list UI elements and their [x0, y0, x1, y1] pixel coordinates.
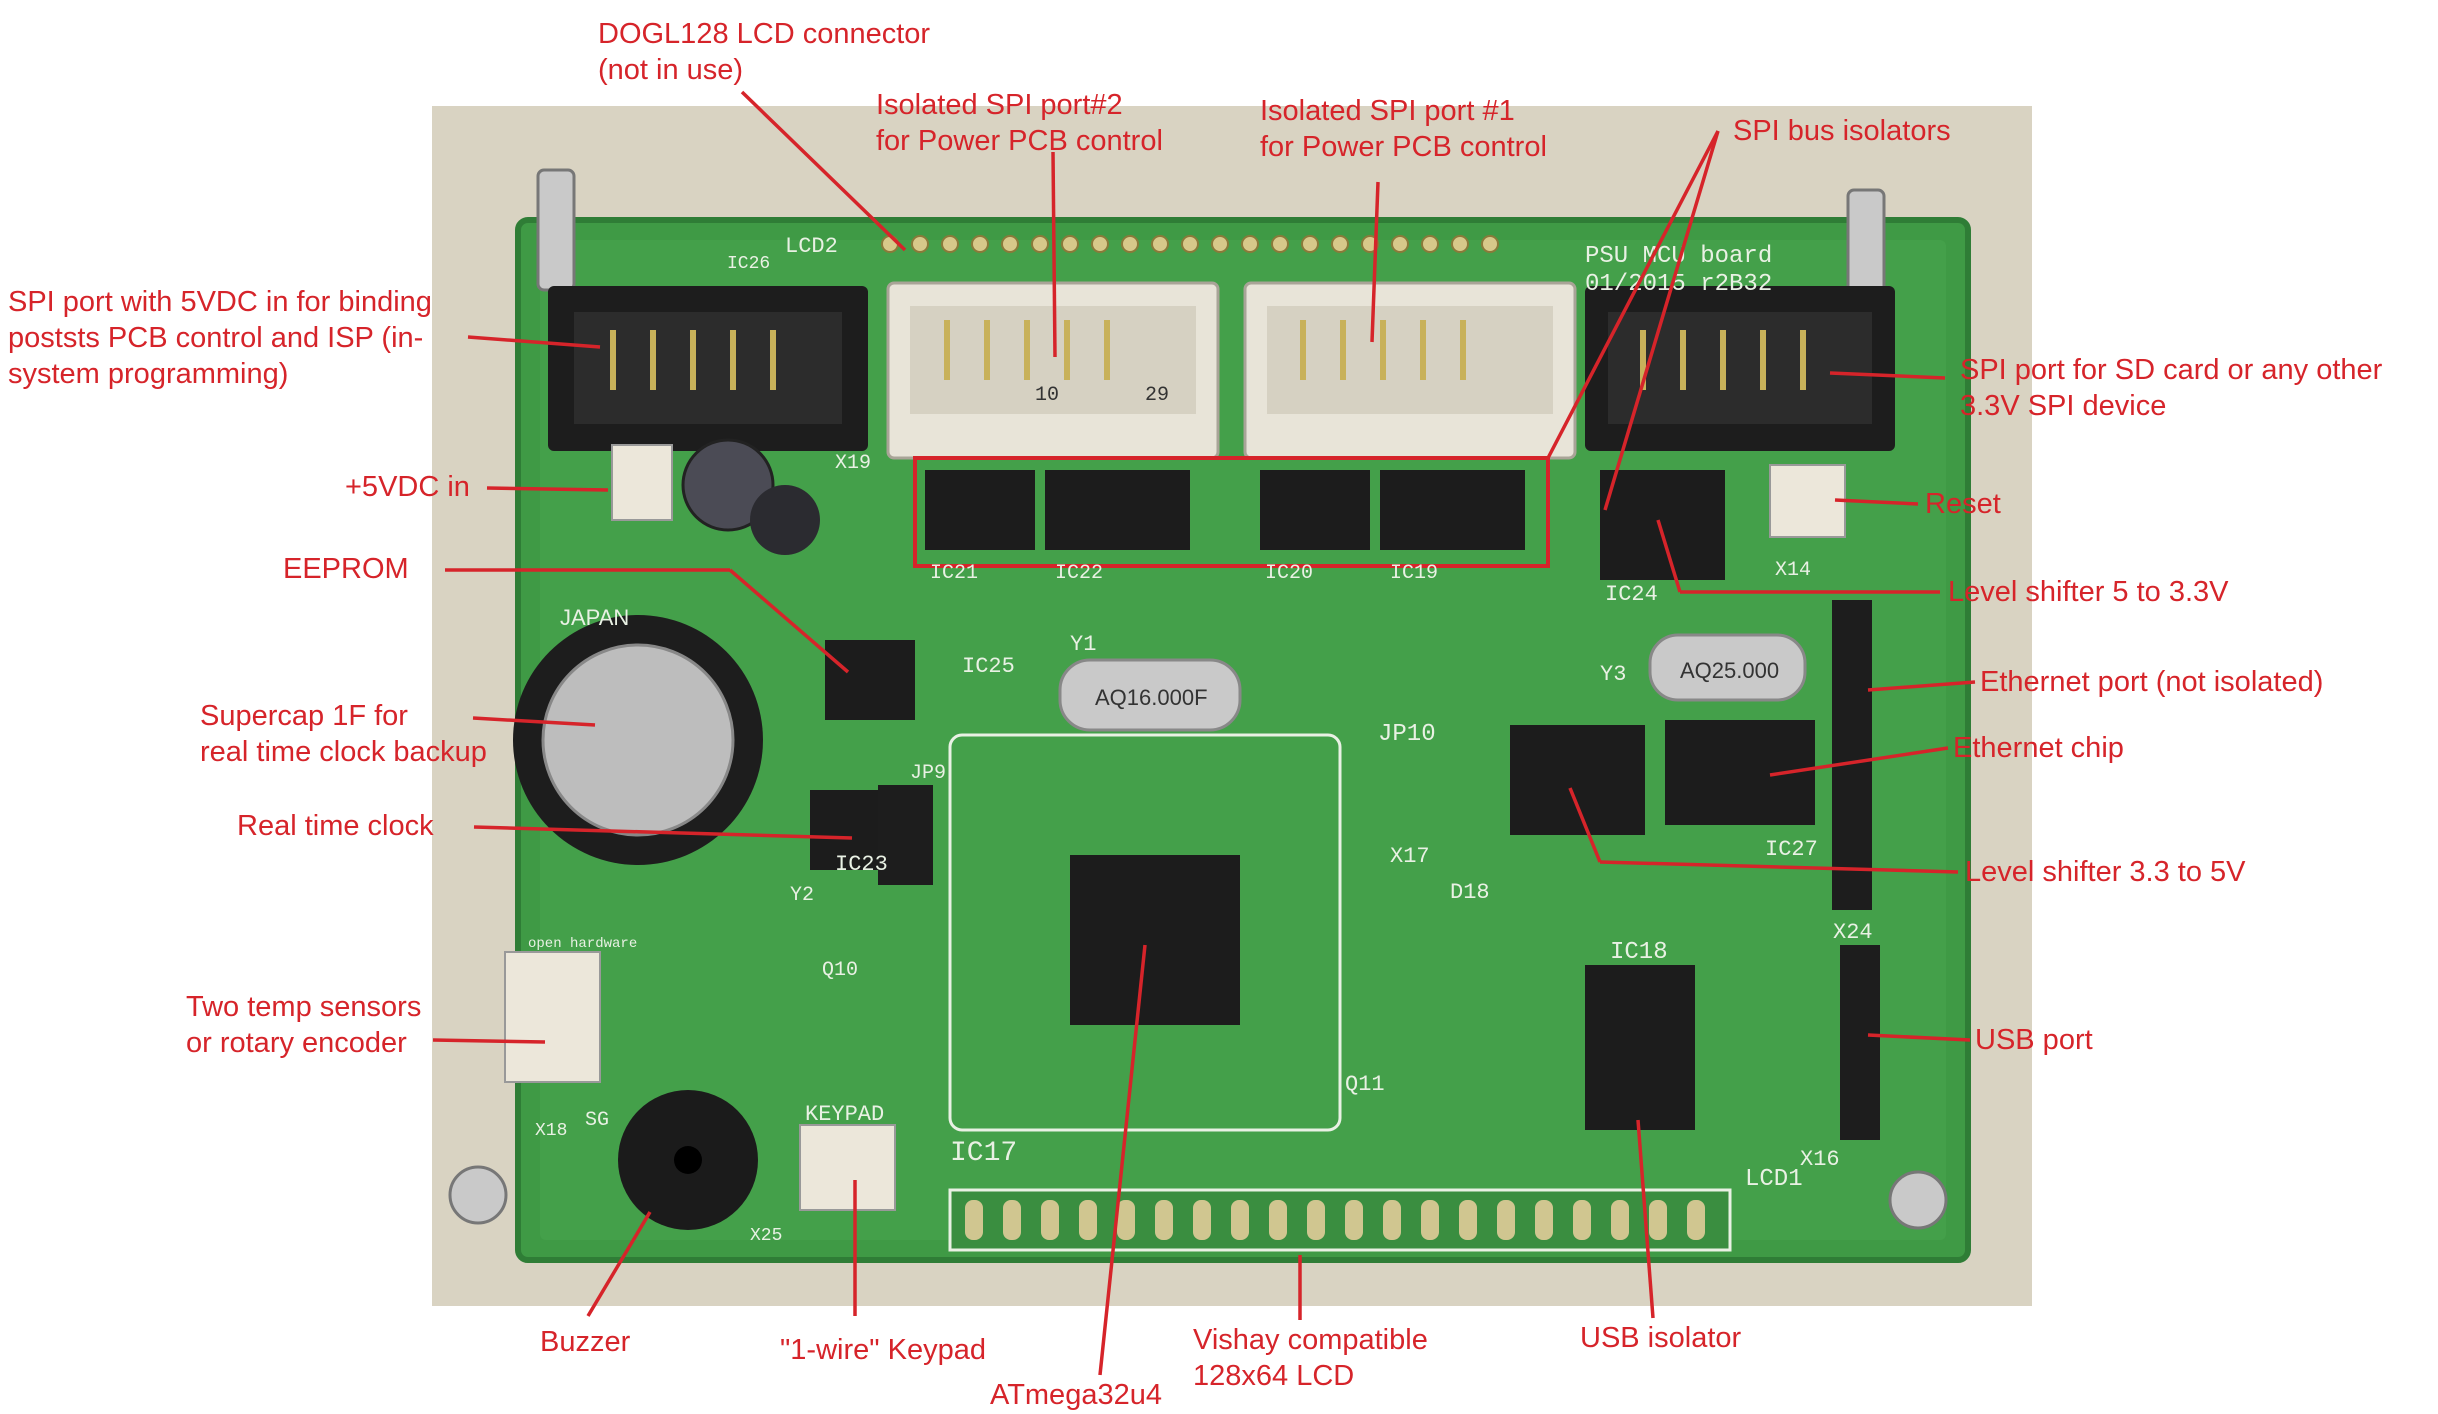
label-ethernet-chip: Ethernet chip	[1953, 732, 2124, 764]
keypad-connector	[799, 1124, 896, 1211]
reset-button	[1769, 464, 1846, 538]
silk-y2: Y2	[790, 884, 814, 907]
label-dogl128-lcd: DOGL128 LCD connector(not in use)	[598, 18, 931, 86]
ethernet-header	[1832, 600, 1872, 910]
crystal-y1	[1058, 658, 1242, 732]
silk-x25: X25	[750, 1226, 782, 1246]
crystal-y3-text: AQ25.000	[1680, 658, 1779, 683]
isolator-chips	[925, 470, 1725, 580]
spi-bus-isolators-box	[913, 456, 1550, 568]
silk-ic25: IC25	[962, 654, 1015, 679]
label-spi-bus-isolators: SPI bus isolators	[1733, 115, 1951, 147]
label-usb-port: USB port	[1975, 1024, 2093, 1056]
label-level-shifter-33-5: Level shifter 3.3 to 5V	[1965, 856, 2246, 888]
spi-sd-header-well	[1608, 312, 1872, 424]
supercap-text: JAPAN	[560, 605, 629, 630]
silkscreen: PSU MCU board 01/2015 r2B32 LCD2 LCD1 IC…	[528, 234, 1873, 1246]
silk-ic19: IC19	[1390, 562, 1438, 585]
silk-y3: Y3	[1600, 662, 1626, 687]
silk-ic27: IC27	[1765, 837, 1818, 862]
silk-y1: Y1	[1070, 632, 1096, 657]
silk-jp10: JP10	[1378, 721, 1436, 748]
silk-ic24: IC24	[1605, 582, 1658, 607]
leader-lines	[432, 90, 1976, 1376]
silk-ic17: IC17	[950, 1138, 1017, 1169]
silk-keypad: KEYPAD	[805, 1102, 884, 1127]
atmega32u4-chip	[1070, 855, 1240, 1025]
label-ethernet-port: Ethernet port (not isolated)	[1980, 666, 2324, 698]
isolated-spi-1-well	[1267, 306, 1553, 414]
jp9-jumper	[878, 785, 933, 885]
electrolytic-cap-2	[750, 485, 820, 555]
label-real-time-clock: Real time clock	[237, 810, 434, 842]
label-reset: Reset	[1925, 488, 2001, 520]
electrolytic-cap	[681, 438, 775, 532]
silk-lcd1: LCD1	[1745, 1166, 1803, 1193]
proto-area-outline	[948, 733, 1342, 1132]
lcd2-header-pins	[881, 235, 1499, 253]
silk-x14: X14	[1775, 559, 1811, 582]
silk-x18: X18	[535, 1121, 567, 1141]
silk-x16: X16	[1800, 1147, 1840, 1172]
power-in-connector	[611, 444, 673, 521]
silk-ic18: IC18	[1610, 939, 1668, 966]
silk-x24: X24	[1833, 920, 1873, 945]
crystal-y1-text: AQ16.000F	[1095, 685, 1208, 710]
silk-ic23: IC23	[835, 852, 888, 877]
label-buzzer: Buzzer	[540, 1326, 631, 1358]
label-atmega32u4: ATmega32u4	[990, 1379, 1162, 1411]
supercap-face	[541, 643, 735, 837]
label-eeprom: EEPROM	[283, 553, 409, 585]
silk-open-hardware: open hardware	[528, 936, 637, 952]
label-usb-isolator: USB isolator	[1580, 1322, 1742, 1354]
silk-ic20: IC20	[1265, 562, 1313, 585]
rtc-chip	[810, 790, 890, 870]
header-number: 10	[1035, 384, 1059, 407]
lcd1-pads	[965, 1200, 1705, 1240]
usb-header	[1840, 945, 1880, 1140]
buzzer-hole	[674, 1146, 702, 1174]
spi-5v-header-well	[574, 312, 842, 424]
silk-ic21: IC21	[930, 562, 978, 585]
silk-lcd2: LCD2	[785, 234, 838, 259]
level-shifter-33-5-chip	[1510, 725, 1645, 835]
silk-q11: Q11	[1345, 1072, 1385, 1097]
header-pins	[610, 320, 1806, 390]
silk-ic22: IC22	[1055, 562, 1103, 585]
label-keypad: "1-wire" Keypad	[780, 1334, 986, 1366]
crystal-y3	[1648, 633, 1807, 702]
header-number-2: 29	[1145, 384, 1169, 407]
temp-sensor-connector	[504, 951, 601, 1083]
usb-isolator-chip	[1585, 965, 1695, 1130]
label-power-in: +5VDC in	[345, 471, 470, 503]
silk-jp9: JP9	[910, 762, 946, 785]
silk-x17: X17	[1390, 844, 1430, 869]
label-level-shifter-5-33: Level shifter 5 to 3.3V	[1948, 576, 2229, 608]
silk-d18: D18	[1450, 880, 1490, 905]
silk-ic26: IC26	[727, 254, 770, 274]
silk-sg: SG	[585, 1109, 609, 1132]
board-title-2: 01/2015 r2B32	[1585, 271, 1772, 298]
silk-x19: X19	[835, 452, 871, 475]
silk-q10: Q10	[822, 959, 858, 982]
eeprom-chip	[825, 640, 915, 720]
